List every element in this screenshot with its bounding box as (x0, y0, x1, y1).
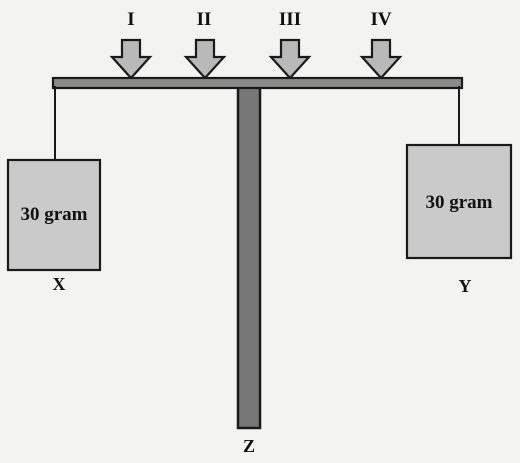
arrow-II-shape (183, 38, 227, 80)
arrow-II: II (183, 9, 227, 80)
stand-label: Z (243, 436, 255, 456)
left-mass-label: 30 gram (20, 204, 87, 225)
arrow-I-label: I (127, 9, 134, 30)
left-mass-name: X (53, 274, 66, 294)
arrow-III-label: III (279, 9, 301, 30)
stand-pole (236, 84, 262, 430)
left-mass-box (6, 158, 102, 272)
right-mass-label: 30 gram (425, 192, 492, 213)
right-mass-name: Y (459, 276, 472, 296)
arrow-III: III (268, 9, 312, 80)
right-mass-box (405, 143, 513, 260)
arrow-III-shape (268, 38, 312, 80)
arrow-II-label: II (197, 9, 212, 30)
arrow-I: I (109, 9, 153, 80)
arrow-IV-shape (359, 38, 403, 80)
arrow-I-shape (109, 38, 153, 80)
beam (51, 76, 464, 90)
arrow-IV-label: IV (370, 9, 391, 30)
arrow-IV: IV (359, 9, 403, 80)
